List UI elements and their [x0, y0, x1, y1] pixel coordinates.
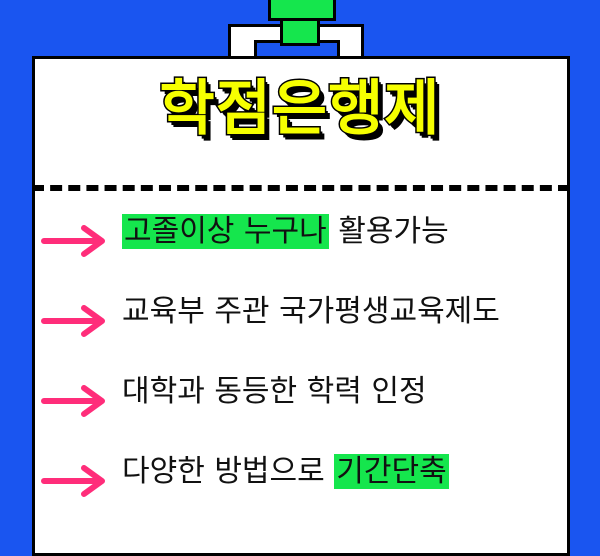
list-item-text: 고졸이상 누구나 활용가능 — [122, 210, 449, 254]
list-item-text: 대학과 동등한 학력 인정 — [122, 370, 427, 414]
list-item-label: 대학과 동등한 학력 인정 — [122, 374, 427, 409]
list-item-text: 다양한 방법으로 기간단축 — [122, 450, 449, 494]
arrow-right-icon — [41, 465, 105, 497]
page-title: 학점은행제 — [158, 73, 441, 146]
list-item: 교육부 주관 국가평생교육제도 — [40, 290, 560, 370]
arrow-right-icon — [41, 225, 105, 257]
list-item-label: 다양한 방법으로 — [122, 454, 335, 489]
list-item-text: 교육부 주관 국가평생교육제도 — [122, 290, 500, 334]
list-item-label: 교육부 주관 국가평생교육제도 — [122, 294, 500, 329]
feature-list: 고졸이상 누구나 활용가능 교육부 주관 국가평생교육제도 대학과 동등한 학력… — [40, 210, 560, 530]
list-item: 고졸이상 누구나 활용가능 — [40, 210, 560, 290]
highlight-text: 기간단축 — [334, 454, 449, 489]
lanyard-strap-loop — [280, 18, 320, 46]
list-item: 다양한 방법으로 기간단축 — [40, 450, 560, 530]
arrow-right-icon — [41, 305, 105, 337]
arrow-right-icon — [41, 385, 105, 417]
list-item: 대학과 동등한 학력 인정 — [40, 370, 560, 450]
dashed-divider — [32, 185, 570, 191]
list-item-label: 활용가능 — [328, 214, 449, 249]
highlight-text: 고졸이상 누구나 — [122, 214, 329, 249]
